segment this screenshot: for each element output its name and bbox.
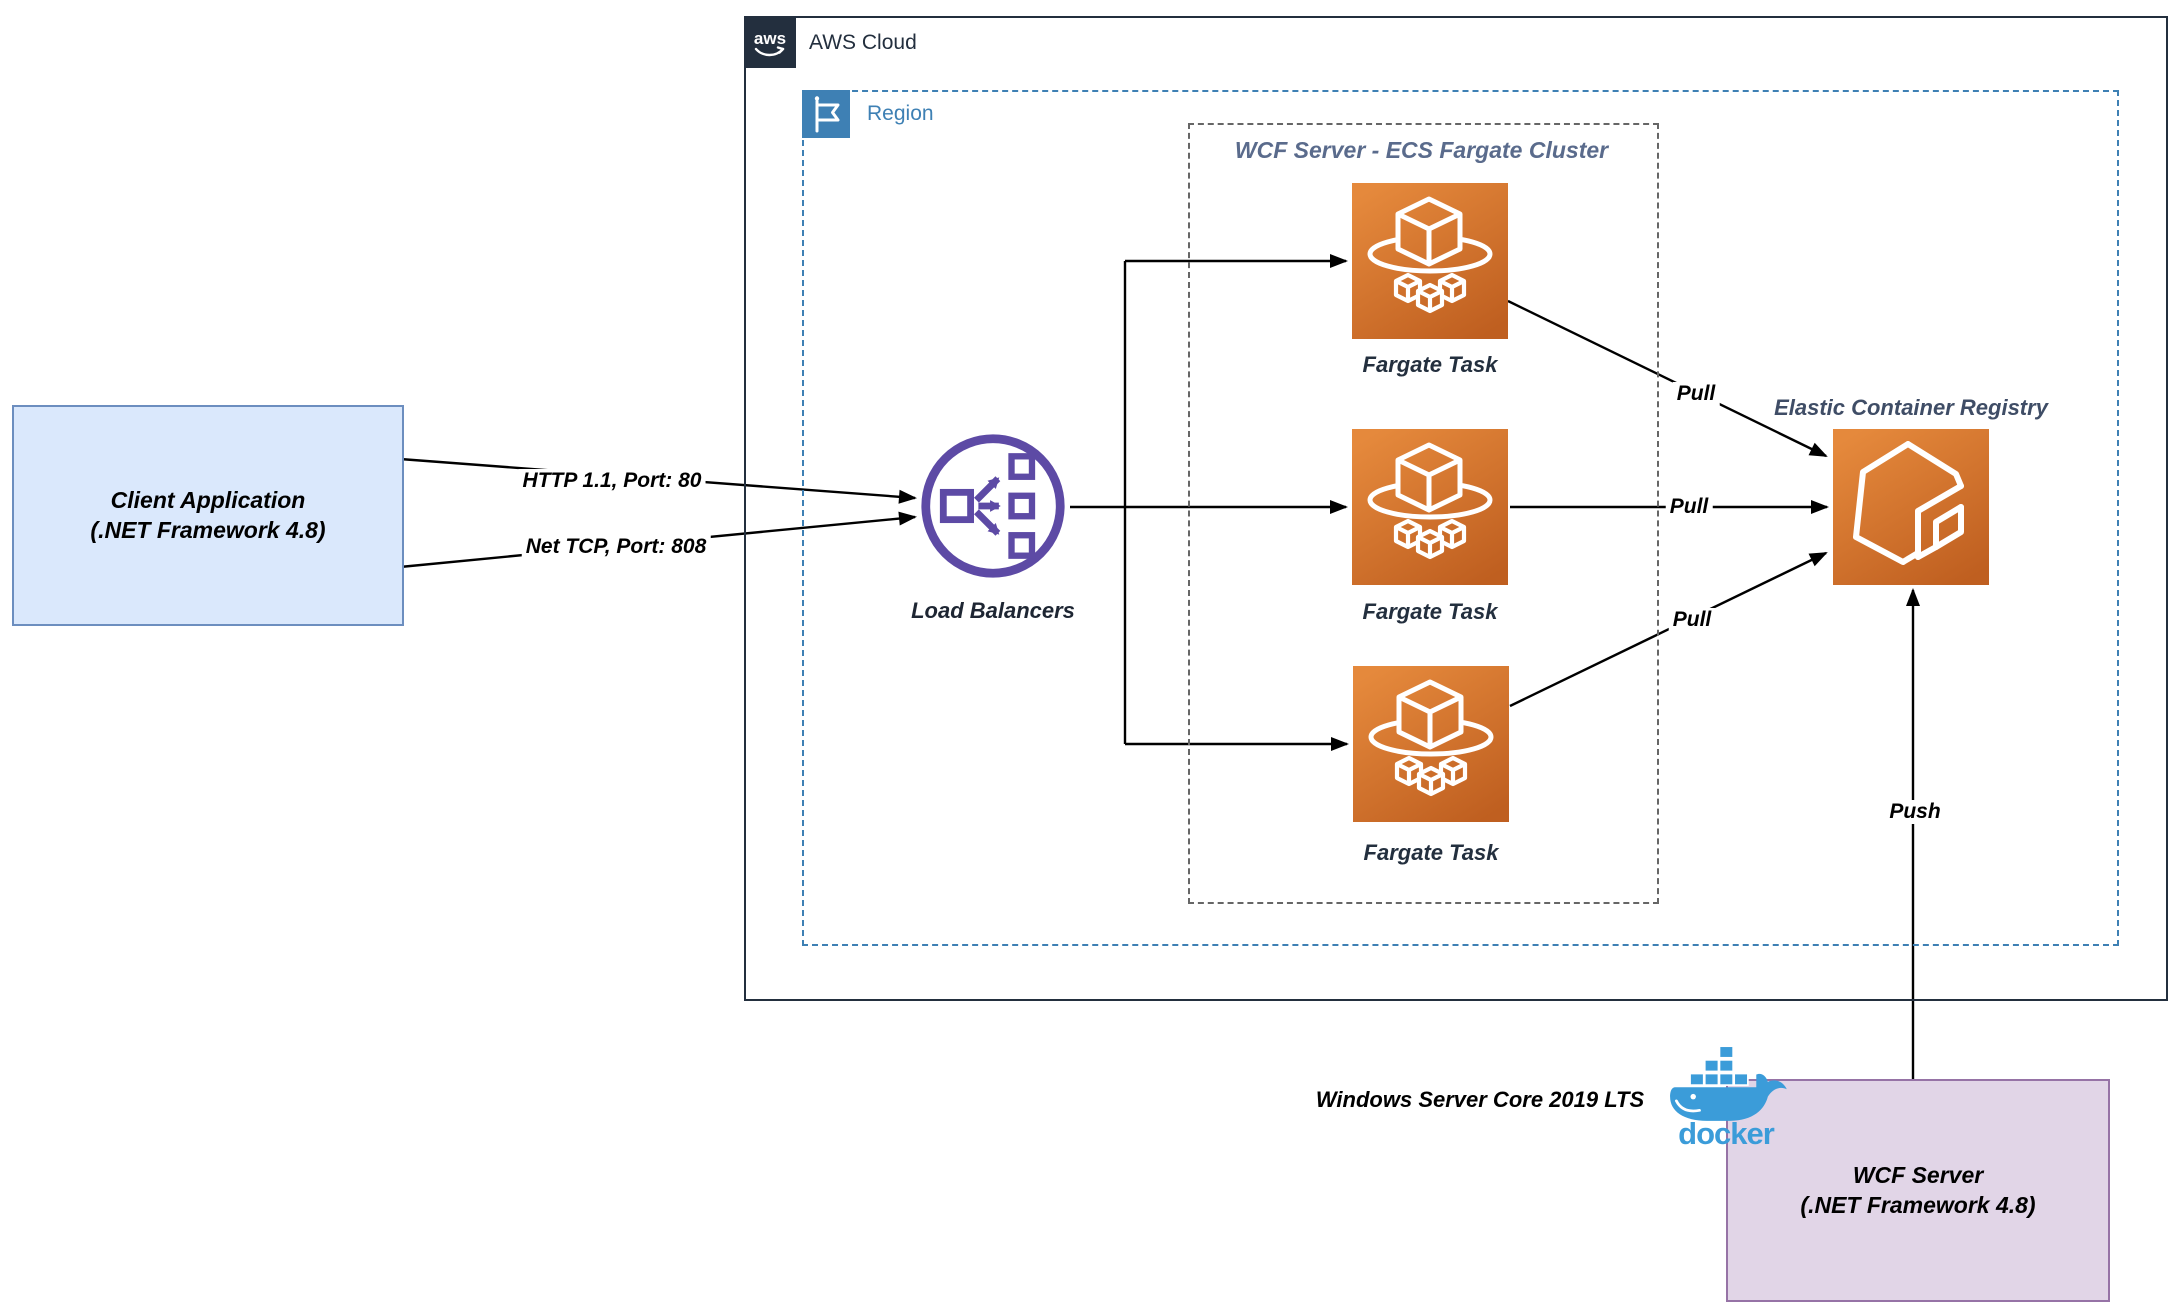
fargate-task-3-icon[interactable] (1353, 666, 1509, 822)
load-balancer-icon[interactable] (917, 430, 1069, 582)
ecr-icon[interactable] (1833, 429, 1989, 585)
load-balancer-label: Load Balancers (911, 598, 1075, 623)
aws-logo-text: aws (754, 29, 786, 48)
wcf-server-node[interactable]: WCF Server (.NET Framework 4.8) (1726, 1079, 2110, 1302)
edge-label-http: HTTP 1.1, Port: 80 (518, 469, 706, 493)
edge-label-push: Push (1885, 800, 1945, 824)
docker-whale-icon[interactable] (1666, 1042, 1794, 1124)
windows-server-note: Windows Server Core 2019 LTS (1315, 1087, 1645, 1112)
region-label: Region (867, 102, 934, 125)
wcf-server-label: WCF Server (.NET Framework 4.8) (1800, 1161, 2036, 1218)
fargate-task-3-label: Fargate Task (1363, 840, 1499, 865)
aws-cloud-label: AWS Cloud (809, 31, 917, 54)
ecr-label: Elastic Container Registry (1774, 395, 2048, 420)
fargate-task-1-label: Fargate Task (1362, 352, 1498, 377)
edge-label-pull-mid: Pull (1665, 495, 1713, 519)
fargate-task-2-label: Fargate Task (1362, 599, 1498, 624)
client-application-label: Client Application (.NET Framework 4.8) (90, 486, 326, 543)
region-flag-icon (802, 90, 850, 138)
edge-label-nettcp: Net TCP, Port: 808 (521, 535, 711, 559)
docker-wordmark: docker (1678, 1116, 1775, 1151)
fargate-cluster-title: WCF Server - ECS Fargate Cluster (1234, 137, 1609, 163)
fargate-task-2-icon[interactable] (1352, 429, 1508, 585)
client-application-node[interactable]: Client Application (.NET Framework 4.8) (12, 405, 404, 626)
region-group-box[interactable] (802, 90, 2119, 946)
edge-label-pull-bottom: Pull (1668, 608, 1716, 632)
fargate-task-1-icon[interactable] (1352, 183, 1508, 339)
edge-label-pull-top: Pull (1672, 382, 1720, 406)
aws-cloud-group-box[interactable] (744, 16, 2168, 1001)
aws-logo-icon: aws (744, 16, 796, 68)
fargate-cluster-group-box[interactable] (1188, 123, 1659, 904)
